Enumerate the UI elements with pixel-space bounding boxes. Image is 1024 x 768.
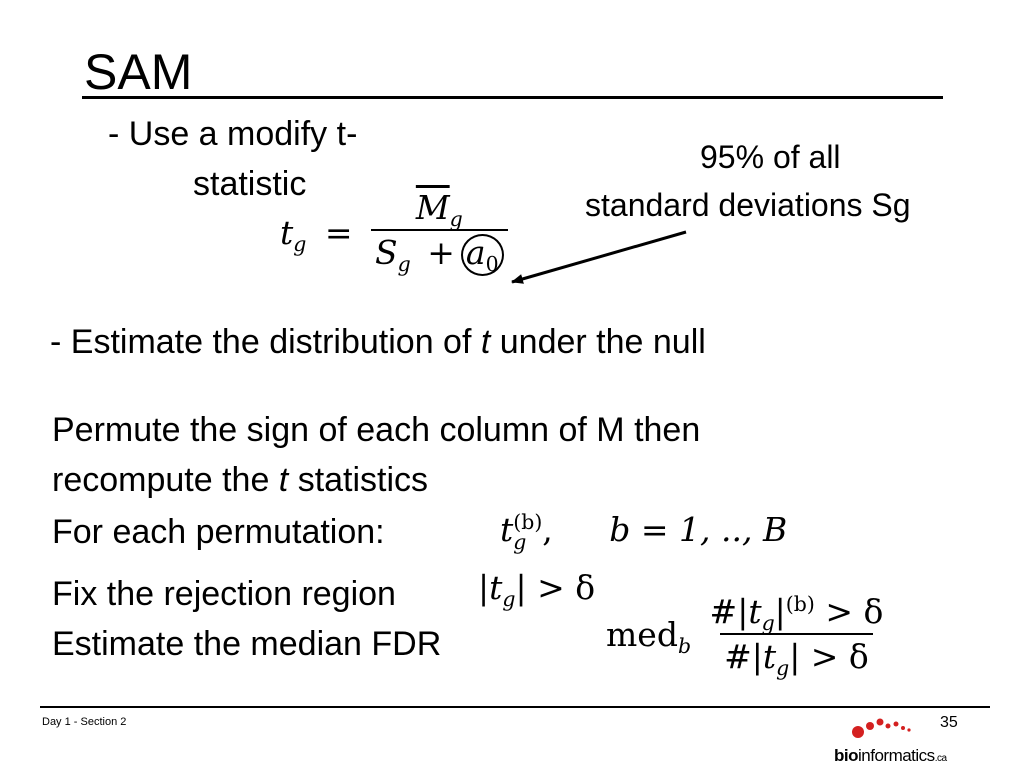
formula-mbar: M xyxy=(415,188,450,227)
fix-rejection-region: Fix the rejection region xyxy=(52,575,396,613)
perm-range: b = 1, .., B xyxy=(609,510,788,549)
annotation-line1: 95% of all xyxy=(700,139,841,175)
estimate-median-fdr: Estimate the median FDR xyxy=(52,625,442,663)
bullet-estimate-distribution: - Estimate the distribution of t under t… xyxy=(50,322,706,362)
para2-pre: recompute the xyxy=(52,461,279,499)
footer-rule xyxy=(40,706,990,708)
fdr-den-rest: | > δ xyxy=(789,637,869,676)
fdr-num-sup: (b) xyxy=(785,591,815,616)
bullet-modify-tstat-line1: - Use a modify t- xyxy=(108,115,358,153)
footer-section-label: Day 1 - Section 2 xyxy=(42,716,127,728)
para2-t: t xyxy=(278,461,289,499)
modified-tstat-formula: tg = Mg Sg +a0 xyxy=(280,188,508,276)
formula-s: S xyxy=(375,233,398,272)
a0-circle: a0 xyxy=(460,233,504,277)
bullet2-text-post: under the null xyxy=(490,323,706,361)
bioinformatics-logo: bioinformatics.ca xyxy=(832,712,950,766)
perm-t: t xyxy=(500,510,514,549)
med-label: med xyxy=(606,614,678,654)
med-sub: b xyxy=(677,633,692,658)
bullet2-text-pre: - Estimate the distribution of xyxy=(50,323,481,361)
fdr-num-t: #|t xyxy=(709,592,762,631)
para-permute-line2: recompute the t statistics xyxy=(52,460,428,500)
formula-a-sub: 0 xyxy=(485,252,499,277)
page-number: 35 xyxy=(940,714,958,731)
logo-bio: bio xyxy=(834,746,859,765)
formula-plus: + xyxy=(427,233,455,272)
permutation-formula: t(b)g, b = 1, .., B xyxy=(500,510,787,552)
perm-sup: (b) xyxy=(513,509,543,534)
region-t: |t xyxy=(478,568,503,607)
perm-sub: g xyxy=(513,530,527,554)
for-each-permutation: For each permutation: xyxy=(52,513,385,551)
bullet-modify-tstat-line2: statistic xyxy=(193,165,307,203)
perm-comma: , xyxy=(542,510,553,549)
median-fdr-formula: medb #|tg|(b) > δ #|tg| > δ xyxy=(606,591,887,680)
formula-a: a xyxy=(465,233,486,272)
fdr-num-bar: | xyxy=(774,592,786,631)
para2-post: statistics xyxy=(288,461,429,499)
formula-s-sub: g xyxy=(397,252,411,277)
annotation-line2: standard deviations Sg xyxy=(585,187,911,223)
fdr-den-t: #|t xyxy=(724,637,777,676)
region-rest: | > δ xyxy=(515,568,596,607)
para-permute-line1: Permute the sign of each column of M the… xyxy=(52,411,701,449)
formula-t: t xyxy=(280,212,294,252)
logo-dots-icon xyxy=(852,718,911,738)
fdr-den-sub: g xyxy=(776,656,790,681)
rejection-region-formula: |tg| > δ xyxy=(478,568,596,611)
fdr-num-sub: g xyxy=(761,611,775,636)
logo-ca: .ca xyxy=(934,753,947,764)
title-underline xyxy=(82,96,943,99)
slide-title: SAM xyxy=(84,44,193,100)
fdr-num-end: > δ xyxy=(814,592,884,631)
formula-t-sub: g xyxy=(293,231,307,256)
bullet2-t: t xyxy=(480,323,491,361)
formula-eq: = xyxy=(324,212,353,252)
formula-m-sub: g xyxy=(449,207,463,232)
logo-informatics: informatics xyxy=(858,746,935,765)
region-sub: g xyxy=(502,587,516,612)
